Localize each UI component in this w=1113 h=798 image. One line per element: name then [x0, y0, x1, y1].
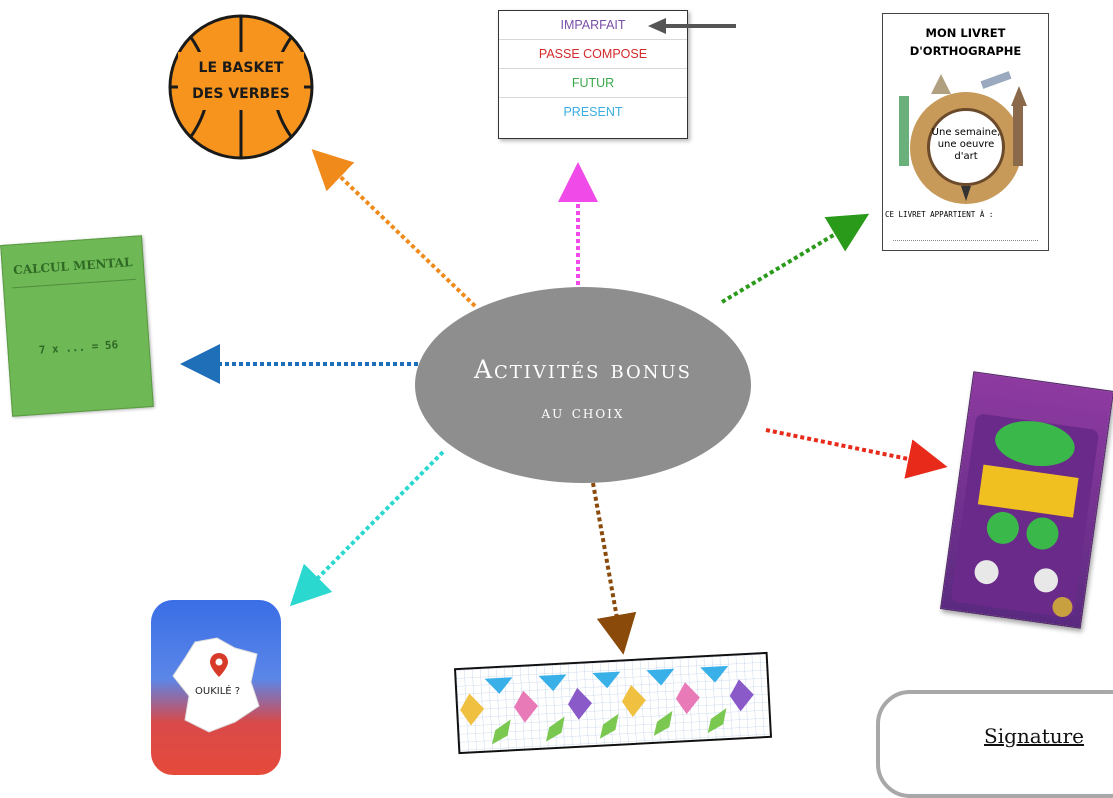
calcul-title: CALCUL MENTAL	[12, 255, 133, 278]
calcul-mental-card[interactable]: CALCUL MENTAL 7 x ... = 56	[0, 235, 154, 417]
oukile-label: OUKILÉ ?	[195, 686, 241, 697]
tense-imparfait: IMPARFAIT	[499, 11, 687, 40]
pattern-strip-card[interactable]	[453, 651, 773, 755]
livret-orthographe-card[interactable]: MON LIVRET D'ORTHOGRAPHE Une semaine, un…	[882, 13, 1049, 251]
booklet-owner-text: CE LIVRET APPARTIENT À :	[885, 210, 994, 219]
calcul-expression: 7 x ... = 56	[38, 338, 119, 357]
pointer-arrow-icon	[648, 18, 736, 34]
location-pin-icon	[210, 653, 228, 677]
calcul-divider	[12, 278, 136, 289]
france-map-icon	[172, 637, 260, 733]
signature-label: Signature	[984, 724, 1085, 748]
arrow-to-booklet	[720, 213, 870, 304]
multipli-potion-game-card[interactable]	[939, 371, 1113, 629]
connector-arrows	[180, 149, 948, 655]
center-subtitle: au choix	[541, 403, 625, 423]
booklet-title-line2: D'ORTHOGRAPHE	[909, 44, 1022, 58]
tense-passe-compose: PASSE COMPOSE	[499, 40, 687, 69]
signature-box[interactable]: Signature	[876, 690, 1113, 798]
center-title: Activités bonus	[473, 355, 693, 384]
booklet-owner-line	[893, 240, 1038, 241]
tense-present: PRESENT	[563, 105, 623, 119]
center-bubble: Activités bonus au choix	[415, 287, 751, 483]
arrow-to-game	[765, 428, 948, 479]
oukile-app-card[interactable]: OUKILÉ ?	[151, 600, 281, 775]
arrow-to-basket	[311, 149, 477, 308]
geometric-pattern-illustration	[456, 653, 770, 753]
arrow-to-strip	[591, 482, 637, 655]
basketball-icon	[168, 14, 314, 160]
tense-futur: FUTUR	[499, 69, 687, 98]
arrow-to-oukile	[289, 450, 445, 607]
multipli-potion-illustration	[951, 414, 1099, 618]
booklet-title-line1: MON LIVRET	[925, 26, 1006, 40]
basket-des-verbes-card[interactable]: LE BASKET DES VERBES	[168, 14, 314, 160]
basket-title-line2: DES VERBES	[192, 86, 290, 102]
booklet-globe-label: Une semaine, une oeuvre d'art	[927, 108, 1005, 186]
basket-title-line1: LE BASKET	[198, 60, 284, 76]
tenses-card[interactable]: IMPARFAIT PASSE COMPOSE FUTUR PRESENT	[498, 10, 688, 139]
